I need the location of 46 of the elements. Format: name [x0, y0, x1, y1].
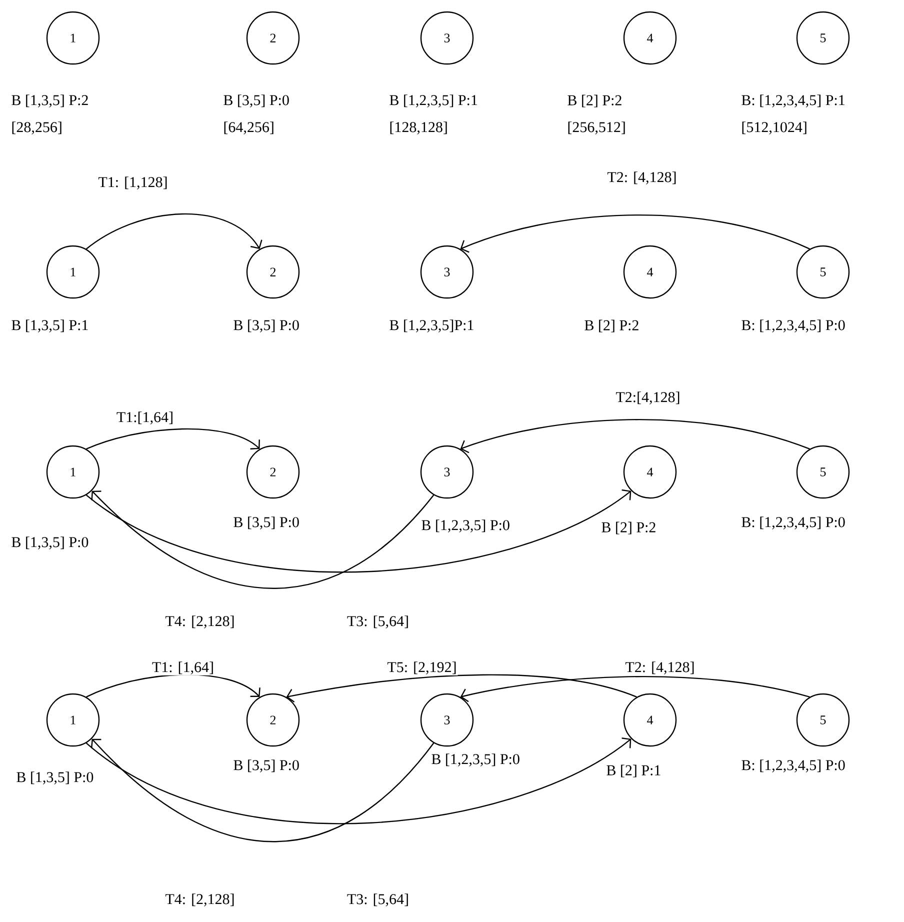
edge-label: T3: [5,64] — [346, 892, 410, 908]
node-caption: B: [1,2,3,4,5] P:0 — [742, 516, 845, 530]
node-caption: B [3,5] P:0 — [234, 320, 299, 332]
node-caption: B [3,5] P:0 — [234, 760, 299, 772]
edge-label: T3: [5,64] — [346, 614, 410, 630]
node-caption: [256,512] — [568, 122, 625, 134]
node-caption: B [1,2,3,5]P:1 — [390, 320, 474, 332]
arrow — [286, 674, 637, 702]
edge-label: T2: [4,128] — [606, 170, 678, 186]
edge-label: T1: [1,128] — [97, 176, 169, 190]
edge-label: T1: [1,64] — [150, 660, 216, 676]
node-caption: B [1,3,5] P:1 — [12, 320, 88, 332]
edge-label: T4: [2,128] — [164, 614, 236, 630]
node-caption: [512,1024] — [742, 122, 806, 134]
edge-label: T4: [2,128] — [164, 892, 236, 908]
node-caption: [28,256] — [12, 122, 62, 134]
node-caption: B [1,3,5] P:0 — [16, 772, 94, 784]
edge-label: T2:[4,128] — [614, 390, 682, 406]
edge-label: T2: [4,128] — [624, 660, 696, 676]
node-caption: B [3,5] P:0 — [234, 516, 299, 530]
arrow — [460, 419, 810, 454]
node-caption: B [2] P:2 — [568, 94, 622, 108]
node-caption: B [1,2,3,5] P:0 — [422, 520, 510, 532]
arrow — [460, 214, 810, 253]
arrow — [460, 676, 810, 702]
arrow — [91, 490, 434, 589]
node-caption: B [1,2,3,5] P:1 — [390, 94, 478, 108]
node-caption: B [1,2,3,5] P:0 — [432, 754, 520, 766]
node-caption: [64,256] — [224, 122, 274, 134]
node-caption: B [3,5] P:0 — [224, 94, 289, 108]
node-caption: B [1,3,5] P:2 — [12, 94, 88, 108]
node-caption: B: [1,2,3,4,5] P:0 — [742, 320, 845, 332]
edge-label: T1:[1,64] — [115, 410, 175, 426]
edge-label: T5: [2,192] — [386, 660, 458, 676]
node-caption: B [2] P:1 — [606, 764, 660, 778]
arrow — [86, 738, 632, 824]
node-caption: B: [1,2,3,4,5] P:0 — [742, 760, 845, 772]
arrow — [86, 213, 262, 250]
node-caption: [128,128] — [390, 122, 447, 134]
node-caption: B: [1,2,3,4,5] P:1 — [742, 94, 844, 108]
arrow — [86, 489, 632, 572]
node-caption: B [2] P:2 — [584, 320, 638, 332]
node-caption: B [2] P:2 — [602, 522, 656, 534]
node-caption: B [1,3,5] P:0 — [12, 536, 88, 550]
arrow — [86, 428, 260, 450]
arrow — [90, 738, 434, 842]
